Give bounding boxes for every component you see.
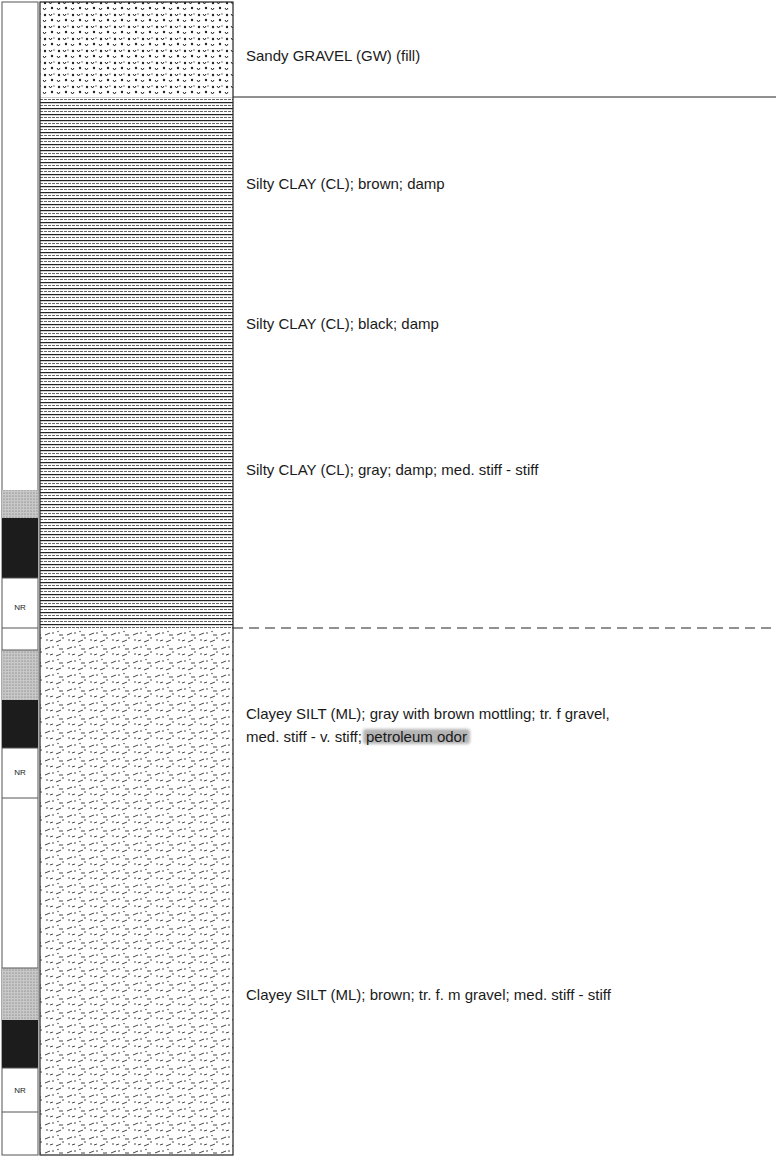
silt-layer (40, 628, 233, 1155)
sample-mark (2, 1020, 38, 1068)
layer-description: Clayey SILT (ML); brown; tr. f. m gravel… (246, 985, 611, 1005)
sample-mark (2, 518, 38, 578)
sample-mark (2, 968, 38, 1020)
clay-layer (40, 97, 233, 628)
no-recovery-mark: NR (2, 1086, 38, 1096)
no-recovery-mark: NR (2, 768, 38, 778)
layer-description: Silty CLAY (CL); gray; damp; med. stiff … (246, 460, 538, 480)
contact-line (233, 96, 776, 97)
no-recovery-mark: NR (2, 603, 38, 613)
layer-description: Silty CLAY (CL); black; damp (246, 314, 439, 334)
contact-line (233, 627, 776, 628)
fill-layer (40, 2, 233, 97)
sample-mark (2, 490, 38, 518)
layer-description: Clayey SILT (ML); gray with brown mottli… (246, 702, 614, 748)
layer-description: Silty CLAY (CL); brown; damp (246, 174, 445, 194)
sample-mark (2, 700, 38, 748)
layer-description: Sandy GRAVEL (GW) (fill) (246, 46, 420, 66)
sample-mark (2, 650, 38, 700)
